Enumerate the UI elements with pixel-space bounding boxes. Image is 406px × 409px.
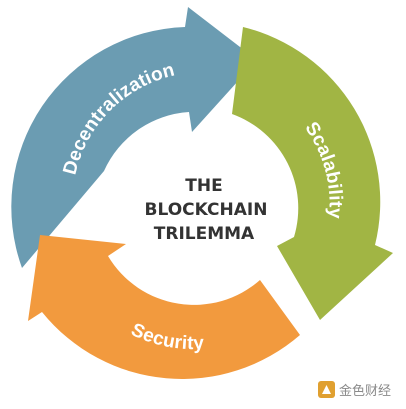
watermark-text: 金色财经 bbox=[339, 383, 391, 399]
center-title-line-2: BLOCKCHAIN bbox=[145, 200, 268, 220]
watermark-logo-icon bbox=[318, 381, 335, 398]
security-arrow bbox=[28, 235, 300, 379]
decentralization-arrow bbox=[11, 7, 257, 268]
center-title-line-3: TRILEMMA bbox=[154, 224, 255, 244]
watermark: 金色财经 bbox=[318, 381, 391, 399]
security-segment: Security bbox=[28, 235, 300, 379]
center-title-line-1: THE bbox=[185, 176, 222, 196]
center-title: THE BLOCKCHAIN TRILEMMA bbox=[145, 176, 268, 244]
scalability-arrow bbox=[232, 27, 393, 320]
scalability-segment: Scalability bbox=[232, 27, 393, 320]
